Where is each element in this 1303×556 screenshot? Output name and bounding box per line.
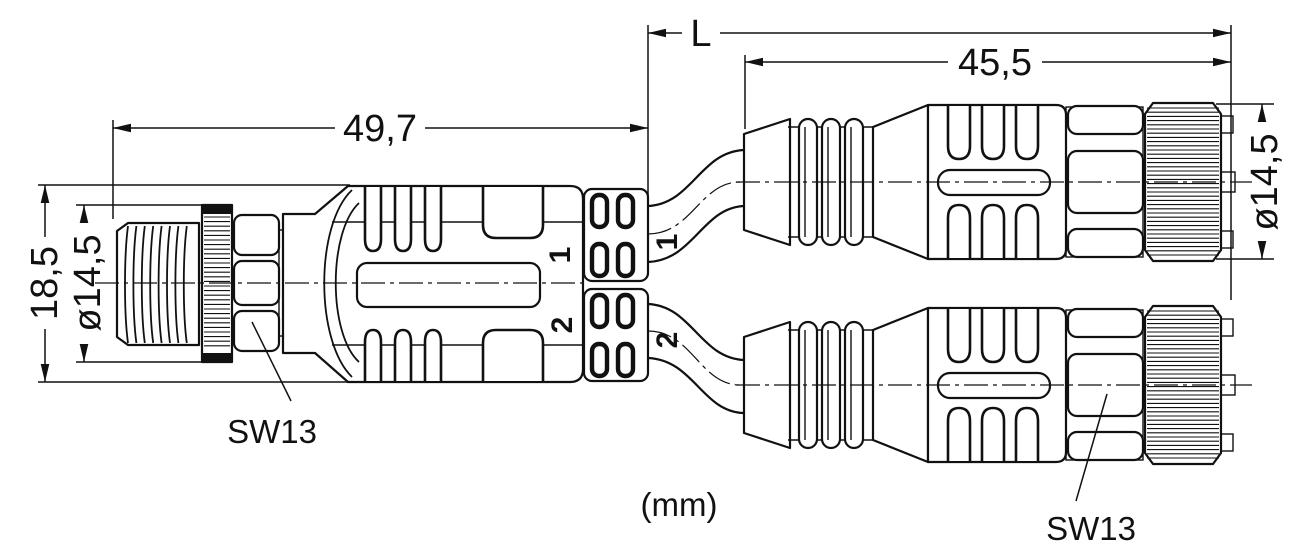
splitter-body bbox=[281, 184, 650, 384]
port-1-slots bbox=[589, 192, 636, 279]
grip-groove bbox=[980, 106, 1006, 161]
grip-groove bbox=[980, 203, 1006, 258]
dimension-male-diameter-label: ø14,5 bbox=[67, 234, 109, 331]
male-thread-ridges bbox=[124, 225, 188, 344]
socket-face-top bbox=[1220, 115, 1234, 134]
cable-1-centerline bbox=[647, 181, 741, 235]
cable-branch-2 bbox=[646, 302, 746, 415]
grip-groove bbox=[1014, 106, 1040, 161]
female-hex-leader bbox=[1075, 393, 1108, 502]
splitter-groove bbox=[363, 328, 383, 381]
splitter-groove bbox=[423, 187, 443, 253]
splitter-wide-slot-top bbox=[481, 187, 545, 240]
dimension-splitter-length-label: 49,7 bbox=[343, 108, 417, 150]
port-2-slots bbox=[589, 292, 636, 379]
dimension-female-connector-length bbox=[745, 57, 1231, 67]
dimension-female-connector-length-label: 45,5 bbox=[958, 42, 1032, 84]
grip-groove bbox=[946, 106, 972, 161]
hex-flat-middle bbox=[1066, 149, 1145, 215]
dimension-male-diameter bbox=[79, 205, 89, 362]
dimension-splitter-length bbox=[113, 123, 648, 133]
dimension-splitter-height-label: 18,5 bbox=[24, 246, 66, 320]
grip-groove bbox=[1014, 203, 1040, 258]
splitter-groove bbox=[423, 328, 443, 381]
cable-branch-1 bbox=[646, 148, 746, 264]
dimension-female-diameter-label: ø14,5 bbox=[1244, 133, 1286, 230]
male-hex-flat-top bbox=[232, 213, 281, 257]
male-knurl-texture bbox=[204, 216, 230, 347]
dimension-female-diameter bbox=[1257, 104, 1267, 259]
male-knurl-cap-top bbox=[202, 205, 232, 214]
splitter-wide-slot-bottom bbox=[481, 328, 545, 381]
grip-groove bbox=[946, 203, 972, 258]
nut-knurl-texture bbox=[1147, 107, 1219, 256]
male-knurl-cap-bottom bbox=[202, 353, 232, 362]
splitter-groove bbox=[393, 328, 413, 381]
port-1-label: 1 bbox=[544, 247, 577, 264]
cable-2-centerline bbox=[647, 330, 741, 386]
socket-face-bottom bbox=[1220, 230, 1234, 249]
female-hex-size-label: SW13 bbox=[1046, 510, 1136, 547]
labels: 49,7 L 45,5 18,5 ø14,5 ø14,5 SW13 SW13 (… bbox=[24, 13, 1286, 547]
branch-2-label: 2 bbox=[651, 332, 684, 349]
hex-flat-top bbox=[1066, 104, 1145, 136]
hex-flat-bottom bbox=[1066, 227, 1145, 259]
dimension-branch-length-label: L bbox=[690, 13, 711, 55]
male-hex-size-label: SW13 bbox=[227, 413, 317, 450]
male-hex-leader bbox=[251, 321, 292, 402]
dimension-branch-length bbox=[648, 28, 1231, 38]
branch-1-label: 1 bbox=[651, 234, 684, 251]
unit-note: (mm) bbox=[641, 486, 718, 523]
dimension-splitter-height bbox=[40, 185, 50, 382]
splitter-label-slot bbox=[355, 261, 542, 309]
port-2-label: 2 bbox=[546, 317, 579, 334]
dimension-lines bbox=[38, 25, 1274, 502]
splitter-groove bbox=[363, 187, 383, 253]
splitter-groove bbox=[393, 187, 413, 253]
